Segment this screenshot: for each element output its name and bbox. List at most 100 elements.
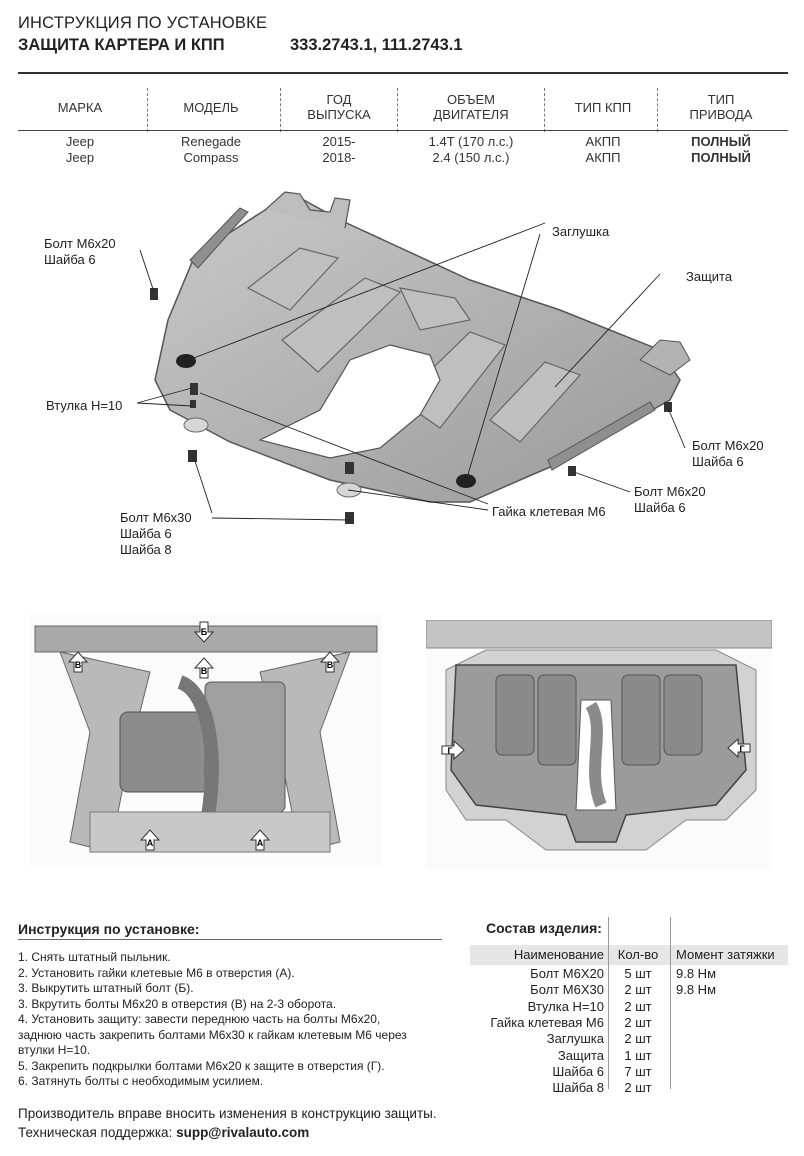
spec-column-separator bbox=[544, 88, 545, 132]
svg-text:В: В bbox=[201, 666, 208, 676]
composition-cell: Шайба 8 bbox=[552, 1080, 604, 1096]
svg-text:Г: Г bbox=[739, 744, 744, 754]
marker-v-2: В bbox=[193, 657, 215, 679]
composition-cell: 5 шт bbox=[624, 966, 652, 981]
rib-2 bbox=[281, 277, 402, 373]
composition-cell: 2 шт bbox=[624, 998, 652, 1014]
instruction-step: 3. Выкрутить штатный болт (Б). bbox=[18, 981, 194, 995]
rib-5 bbox=[398, 287, 472, 331]
spec-column-separator bbox=[397, 88, 398, 132]
title-divider bbox=[18, 72, 788, 74]
instruction-step: 5. Закрепить подкрылки болтами М6х20 к з… bbox=[18, 1058, 385, 1073]
bolt-right-1 bbox=[664, 402, 672, 412]
spec-cell: АКПП bbox=[585, 134, 621, 149]
composition-column-separator bbox=[670, 917, 671, 1089]
composition-cell: 9.8 Нм bbox=[676, 982, 717, 998]
rib-4 bbox=[489, 361, 582, 443]
spec-cell: 2015- bbox=[322, 134, 356, 149]
composition-title: Состав изделия: bbox=[486, 920, 602, 936]
spec-cell: ПОЛНЫЙ bbox=[691, 134, 751, 149]
instructions-list: 1. Снять штатный пыльник.2. Установить г… bbox=[18, 950, 458, 1090]
composition-header-cell: Кол-во bbox=[617, 947, 659, 962]
composition-header-cell: Наименование bbox=[513, 947, 604, 962]
guard-exploded-diagram bbox=[136, 191, 691, 524]
footer-support: Техническая поддержка: supp@rivalauto.co… bbox=[18, 1125, 309, 1140]
bolt-bottom-center bbox=[345, 512, 354, 524]
svg-text:А: А bbox=[257, 838, 264, 848]
spec-cell: Compass bbox=[183, 150, 239, 165]
label-plug: Заглушка bbox=[552, 224, 610, 239]
composition-cell: Болт М6Х20 bbox=[530, 966, 604, 981]
spec-column-separator bbox=[147, 88, 148, 132]
bolt-top-left bbox=[150, 288, 158, 300]
composition-header-cell: Момент затяжки bbox=[676, 947, 775, 962]
product-name: ЗАЩИТА КАРТЕРА И КПП bbox=[18, 36, 225, 54]
spec-header: МОДЕЛЬ bbox=[183, 99, 239, 115]
composition-cell: 9.8 Нм bbox=[676, 966, 717, 981]
spec-cell: ПОЛНЫЙ bbox=[691, 150, 751, 165]
composition-cell: Гайка клетевая М6 bbox=[490, 1014, 604, 1030]
marker-g-2: Г bbox=[727, 737, 751, 759]
support-label: Техническая поддержка: bbox=[18, 1125, 173, 1140]
label-bolt-top-left: Болт М6х20 Шайба 6 bbox=[44, 236, 116, 267]
spec-cell: Jeep bbox=[65, 150, 95, 165]
guard-right-rib bbox=[547, 401, 656, 471]
spec-table-divider bbox=[18, 130, 788, 131]
composition-column-separator bbox=[608, 917, 609, 1089]
composition-cell: Болт М6Х30 bbox=[530, 982, 604, 998]
instruction-step: втулки H=10. bbox=[18, 1043, 91, 1057]
composition-cell: 2 шт bbox=[624, 1031, 652, 1047]
instruction-step: 2. Установить гайки клетевые М6 в отверс… bbox=[18, 965, 295, 980]
spec-cell: 2018- bbox=[322, 150, 356, 165]
sleeve-2 bbox=[190, 400, 196, 408]
marker-a-2: А bbox=[249, 829, 271, 851]
svg-text:А: А bbox=[147, 838, 154, 848]
label-bolt-bottom: Болт М6х30 Шайба 6 Шайба 8 bbox=[120, 510, 192, 557]
product-title: ЗАЩИТА КАРТЕРА И КПП 333.2743.1, 111.274… bbox=[18, 36, 463, 55]
spec-cell: Renegade bbox=[181, 134, 241, 149]
spec-column-separator bbox=[280, 88, 281, 132]
cage-nut-boss-1 bbox=[183, 417, 209, 433]
guard-side-rib bbox=[189, 207, 249, 269]
label-bolt-right-2: Болт М6х20 Шайба 6 bbox=[634, 484, 706, 515]
instruction-step: 4. Установить защиту: завести переднюю ч… bbox=[18, 1012, 381, 1026]
instruction-step: 1. Снять штатный пыльник. bbox=[18, 950, 171, 964]
support-email[interactable]: supp@rivalauto.com bbox=[176, 1125, 310, 1140]
marker-b: Б bbox=[193, 621, 215, 643]
instruction-step: заднюю часть закрепить болтами М6х30 к г… bbox=[18, 1027, 407, 1042]
svg-text:Б: Б bbox=[201, 627, 208, 637]
spec-cell: 1.4T (170 л.с.) bbox=[428, 134, 514, 149]
sleeve-1 bbox=[190, 383, 198, 395]
instructions-divider bbox=[18, 939, 442, 940]
marker-g-1: Г bbox=[441, 739, 465, 761]
doc-title: ИНСТРУКЦИЯ ПО УСТАНОВКЕ bbox=[18, 14, 268, 32]
spec-header: МАРКА bbox=[57, 99, 103, 115]
rib-1 bbox=[246, 247, 340, 311]
composition-cell: Втулка H=10 bbox=[527, 998, 604, 1014]
composition-header-band bbox=[470, 945, 788, 965]
spec-cell: 2.4 (150 л.с.) bbox=[432, 150, 510, 165]
spec-column-separator bbox=[657, 88, 658, 132]
svg-text:В: В bbox=[75, 660, 82, 670]
guard-flange bbox=[264, 191, 351, 229]
guard-plate bbox=[154, 197, 681, 503]
marker-a-1: А bbox=[139, 829, 161, 851]
spec-header: ТИП КПП bbox=[574, 99, 632, 115]
bolt-bottom-mid bbox=[345, 462, 354, 474]
label-sleeve: Втулка H=10 bbox=[46, 398, 123, 413]
spec-cell: Jeep bbox=[65, 134, 95, 149]
spec-cell: АКПП bbox=[585, 150, 621, 165]
composition-cell: 2 шт bbox=[624, 1014, 652, 1030]
